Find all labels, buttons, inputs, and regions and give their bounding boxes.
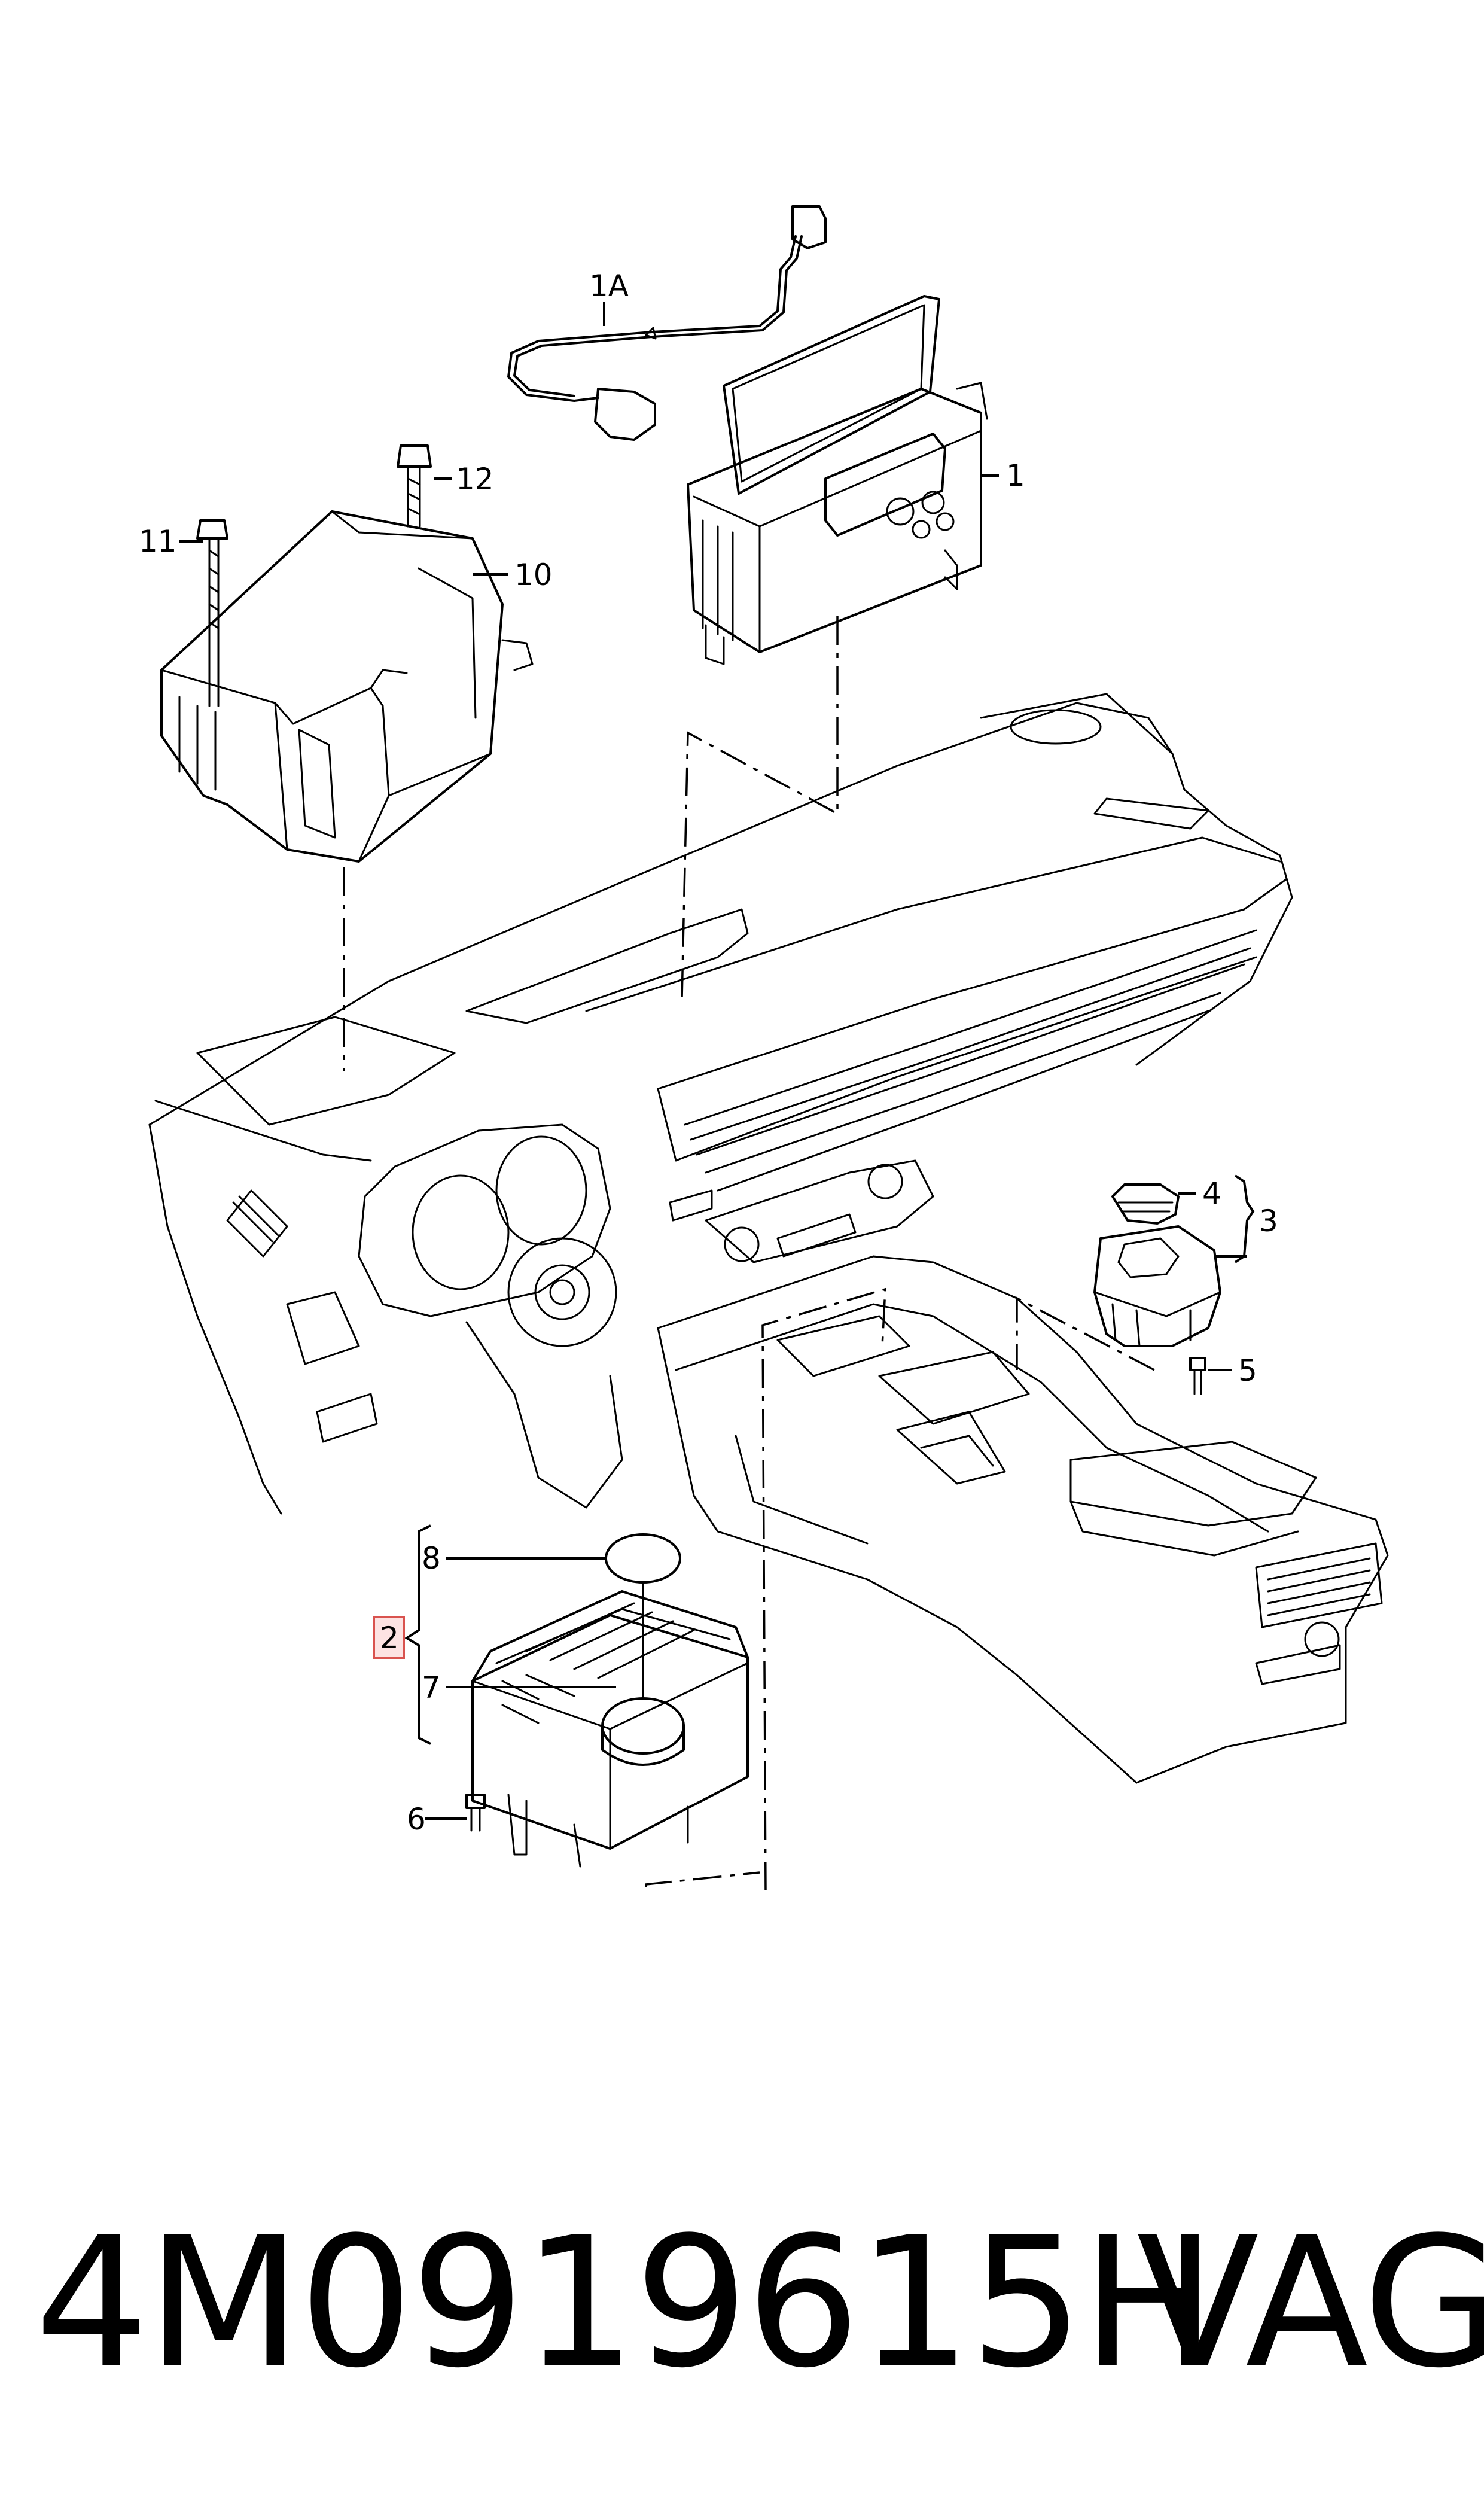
callout-5[interactable]: 5 xyxy=(1238,1353,1257,1388)
display-unit-1 xyxy=(687,295,988,665)
bolt-11 xyxy=(196,519,228,707)
callout-11[interactable]: 11 xyxy=(139,524,177,559)
callout-6[interactable]: 6 xyxy=(407,1802,426,1837)
brand-label: VAG xyxy=(1136,2199,1484,2407)
part-number: 4M0919615H xyxy=(35,2199,1216,2407)
installation-lines xyxy=(343,616,1155,1891)
screw-5 xyxy=(1189,1357,1206,1395)
callout-12[interactable]: 12 xyxy=(456,462,494,497)
callout-labels: 1 1A 2 3 4 5 6 7 8 10 11 12 xyxy=(139,269,1278,1837)
cable-harness-1a xyxy=(507,205,827,441)
control-knob-module-3 xyxy=(1093,1183,1221,1395)
screw-6 xyxy=(465,1794,486,1832)
callout-7[interactable]: 7 xyxy=(422,1670,441,1705)
control-unit-10 xyxy=(160,444,534,863)
callout-8[interactable]: 8 xyxy=(422,1541,441,1576)
callout-3[interactable]: 3 xyxy=(1259,1204,1278,1238)
mmi-control-panel-2 xyxy=(465,1533,749,1868)
leader-lines xyxy=(179,302,1255,1820)
callout-1[interactable]: 1 xyxy=(1006,458,1025,493)
callout-4[interactable]: 4 xyxy=(1202,1176,1221,1211)
callout-2[interactable]: 2 xyxy=(380,1621,399,1655)
bolt-12 xyxy=(397,444,432,528)
callout-10[interactable]: 10 xyxy=(514,558,553,592)
callout-1a[interactable]: 1A xyxy=(589,269,629,303)
dashboard-outline xyxy=(148,693,1389,1784)
highlighted-callout-box xyxy=(373,1616,405,1659)
